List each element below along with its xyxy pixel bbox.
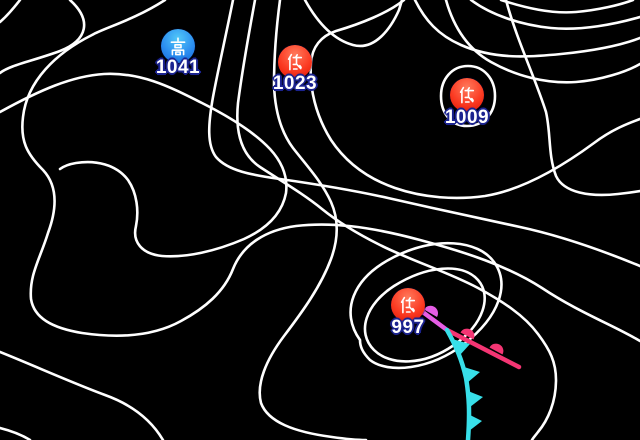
isobar-ring-low-1009 [439,64,497,128]
kanji-low-glyph-icon [400,296,416,314]
kanji-low-glyph-icon [459,86,475,104]
kanji-high-glyph-icon [170,37,186,56]
pressure-center-low-1023[interactable]: 低 [278,45,312,79]
warm-front-bump [489,343,504,355]
isobar-line [0,72,288,258]
warm-front-bump [460,328,475,340]
isobar-line [258,0,368,440]
isobar-ring-low-997-inner [363,267,486,363]
isobar-line [0,350,165,440]
occluded-front-bump [424,305,438,317]
isobar-line [236,0,558,440]
cold-front [444,327,472,440]
isobar-line [0,0,86,75]
pressure-center-low-1009[interactable]: 低 [450,78,484,112]
isobar-line [444,0,640,84]
occluded-front [417,307,450,333]
isobar-line [207,0,640,268]
isobar-ring-low-997-outer [349,241,503,370]
isobar-line [499,0,635,14]
isobar-line [21,0,640,343]
isobar-line [309,0,640,200]
isobar-line [413,0,640,58]
cold-front-triangle [468,391,483,407]
pressure-center-low-997[interactable]: 低 [391,288,425,322]
pressure-value-label: 1023 [272,73,318,94]
isobar-line [303,0,404,48]
pressure-value-label: 1041 [155,57,201,78]
pressure-value-label: 997 [391,317,425,338]
cold-front-triangle [469,415,482,431]
isobar-line [0,426,32,440]
cold-front-triangle [464,367,480,383]
isobar-line [469,0,640,30]
pressure-value-label: 1009 [444,107,490,128]
pressure-center-high-1041[interactable]: 高 [161,29,195,63]
isobar-line [504,0,640,197]
isobar-line [0,0,22,24]
kanji-low-glyph-icon [287,53,303,71]
warm-front [444,327,522,370]
cold-front-triangle [452,339,470,355]
